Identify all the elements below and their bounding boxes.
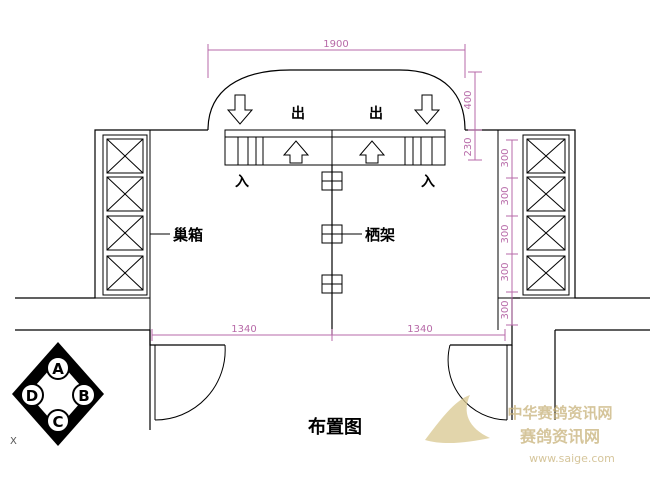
landing-board — [207, 69, 466, 131]
compass-a: A — [52, 360, 64, 378]
perch-group — [321, 171, 343, 294]
watermark-line2: 赛鸽资讯网 — [519, 427, 600, 446]
compass-d: D — [26, 387, 38, 405]
dimension-seg-4: 300 — [500, 262, 511, 281]
corner-mark: X — [10, 436, 17, 447]
nest-boxes-right — [522, 134, 570, 296]
nest-boxes-left — [102, 134, 148, 296]
dimension-seg-1: 300 — [500, 148, 511, 167]
perch-2 — [321, 224, 343, 244]
dimension-right-segments — [506, 139, 518, 326]
dimension-seg-3: 300 — [500, 224, 511, 243]
compass-icon: A B C D — [12, 342, 104, 446]
loft-walls — [15, 129, 650, 430]
exit-arrow-right-icon — [413, 94, 441, 125]
dimension-top — [207, 44, 466, 78]
dimension-top-label: 1900 — [323, 39, 348, 50]
exit-label-right: 出 — [369, 105, 383, 122]
door-right — [447, 344, 508, 421]
perch-1 — [321, 171, 343, 191]
perch-label: 栖架 — [365, 226, 395, 244]
compass-c: C — [52, 413, 63, 431]
entry-label-left: 入 — [235, 174, 249, 190]
diagram-title: 布置图 — [308, 416, 362, 438]
dimension-height-label: 400 — [463, 90, 474, 109]
dimension-seg-2: 300 — [500, 186, 511, 205]
exit-label-left: 出 — [291, 105, 305, 122]
compass-b: B — [78, 387, 89, 405]
entry-label-right: 入 — [421, 174, 435, 190]
entry-arrow-left-icon — [282, 140, 310, 164]
watermark: 中华赛鸽资讯网 赛鸽资讯网 www.saige.com — [425, 395, 615, 465]
watermark-url: www.saige.com — [529, 452, 615, 465]
exit-arrow-left-icon — [226, 94, 254, 125]
trap-strip — [224, 129, 446, 166]
entry-arrow-right-icon — [358, 140, 386, 164]
dimension-trap-label: 230 — [463, 137, 474, 156]
dimension-seg-5: 300 — [500, 300, 511, 319]
dimension-bottom-right: 1340 — [407, 324, 432, 335]
door-left — [154, 344, 226, 421]
dimension-right-vertical — [468, 71, 482, 161]
watermark-line1: 中华赛鸽资讯网 — [507, 404, 612, 422]
nest-box-label: 巢箱 — [172, 226, 203, 244]
perch-3 — [321, 274, 343, 294]
dimension-bottom — [151, 329, 506, 341]
dimension-bottom-left: 1340 — [231, 324, 256, 335]
